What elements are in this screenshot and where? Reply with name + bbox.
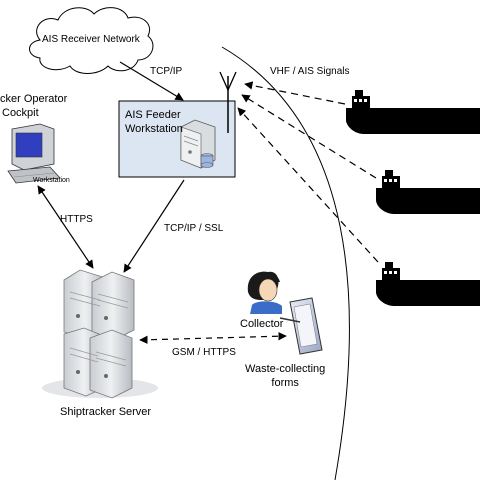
vhf-arrow-2	[241, 94, 377, 179]
tcpip-ssl-arrow	[123, 179, 185, 273]
edge-label-gsm: GSM / HTTPS	[172, 347, 236, 358]
collector-person-icon	[247, 271, 282, 314]
antenna-icon	[219, 71, 237, 133]
collector-label: Collector	[240, 318, 284, 330]
cloud-label: AIS Receiver Network	[42, 34, 140, 45]
operator-label-line2: Cockpit	[2, 107, 39, 119]
operator-label: cker Operator Cockpit	[0, 92, 67, 120]
operator-label-line1: cker Operator	[0, 93, 68, 105]
ship-icon-3	[376, 262, 480, 306]
forms-label: Waste-collecting forms	[245, 362, 325, 390]
workstation-tower-icon	[180, 119, 216, 169]
feeder-label: AIS Feeder Workstation	[125, 108, 183, 136]
operator-monitor-label: Workstation	[33, 177, 70, 184]
tablet-device-icon	[279, 297, 323, 355]
edge-label-vhf: VHF / AIS Signals	[270, 66, 350, 77]
edge-label-tcpip-ssl: TCP/IP / SSL	[164, 223, 224, 234]
gsm-arrow	[139, 332, 287, 344]
feeder-label-line2: Workstation	[125, 123, 183, 135]
forms-label-line1: Waste-collecting	[245, 363, 326, 375]
edge-label-tcpip: TCP/IP	[150, 66, 183, 77]
https-arrow	[37, 185, 94, 269]
server-rack-icon	[42, 269, 158, 399]
cloud-shape	[29, 7, 154, 74]
feeder-box[interactable]	[118, 100, 236, 178]
ship-icon-2	[376, 170, 480, 214]
server-label: Shiptracker Server	[60, 406, 152, 418]
operator-monitor-icon	[7, 123, 61, 184]
coastline-arc	[221, 46, 350, 481]
feeder-label-line1: AIS Feeder	[125, 109, 181, 121]
ship-icon-1	[346, 90, 480, 134]
forms-label-line2: forms	[271, 377, 299, 389]
vhf-arrow-3	[237, 107, 379, 263]
tcpip-arrow	[119, 61, 184, 101]
vhf-arrow-1	[244, 81, 346, 105]
edge-label-https: HTTPS	[60, 214, 93, 225]
